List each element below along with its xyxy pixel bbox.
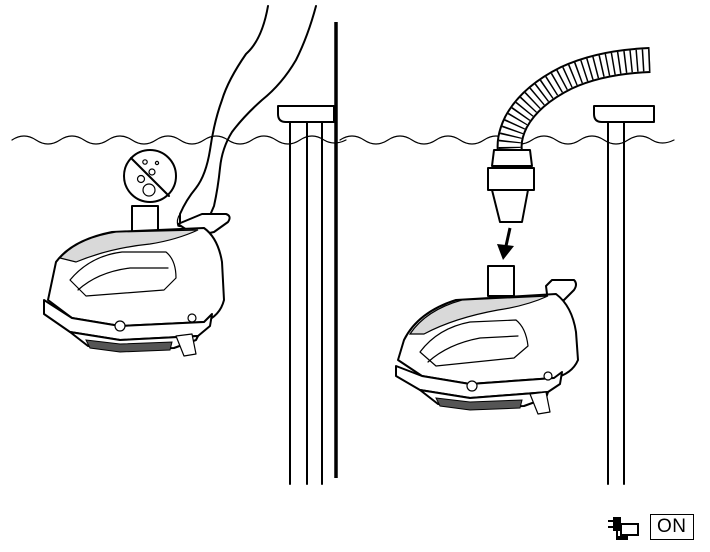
no-air-bubbles-icon	[123, 149, 177, 203]
pool-wall-left	[277, 105, 335, 485]
power-supply-icon	[608, 517, 639, 540]
left-panel	[11, 5, 347, 485]
right-panel	[339, 47, 675, 485]
water-surface-left	[11, 135, 347, 145]
pool-robot-right	[395, 265, 579, 415]
hose-connector	[487, 149, 535, 223]
pool-wall-right	[593, 105, 655, 485]
vacuum-hose	[496, 47, 651, 154]
insertion-arrow	[497, 227, 514, 260]
power-status-label: ON	[650, 514, 694, 540]
power-indicator: ON	[604, 512, 694, 542]
pool-robot-left	[43, 205, 231, 357]
